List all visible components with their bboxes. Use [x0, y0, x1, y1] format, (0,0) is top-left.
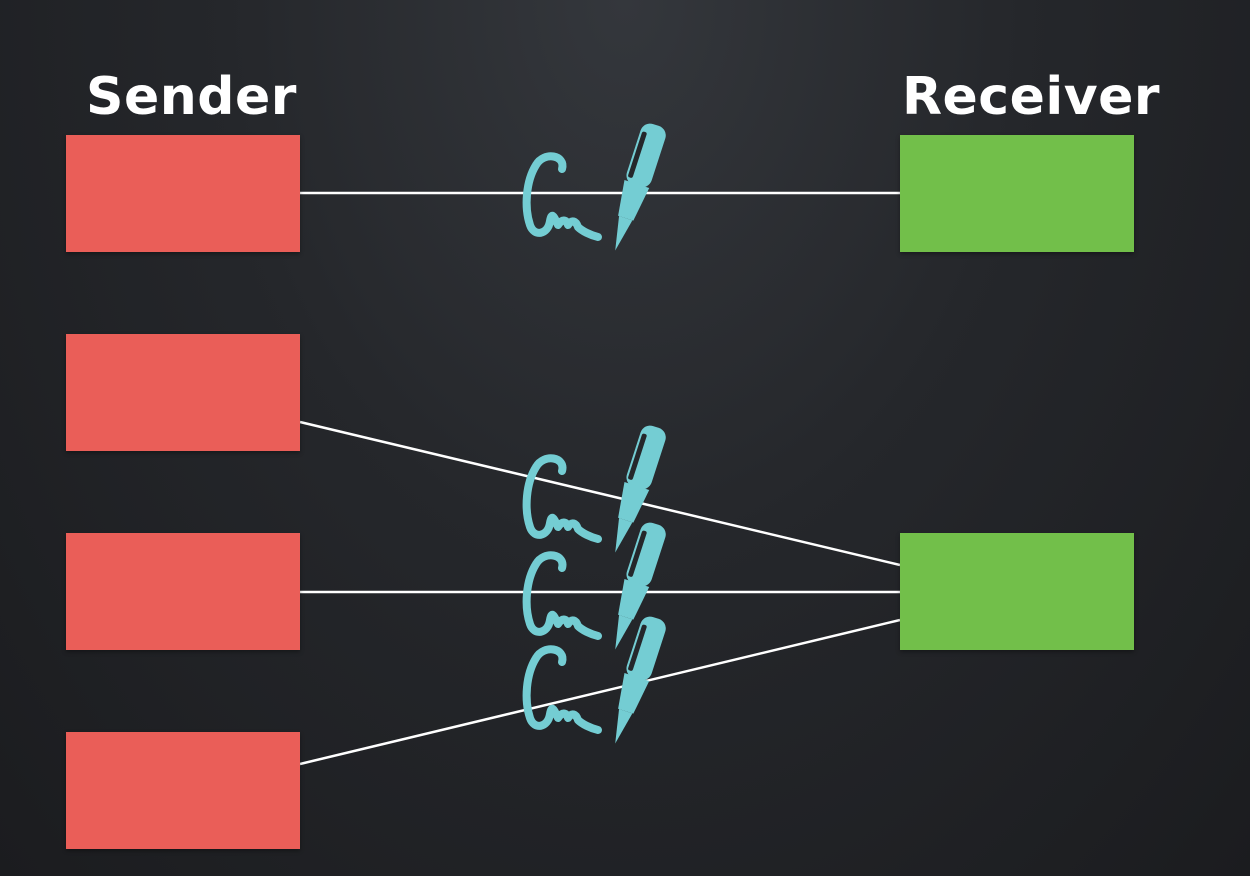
sender-box — [66, 334, 300, 451]
receiver-box — [900, 135, 1134, 252]
sender-box — [66, 732, 300, 849]
receiver-box — [900, 533, 1134, 650]
connection-line — [299, 420, 901, 567]
sender-heading: Sender — [86, 67, 297, 127]
signature-pen-icon — [527, 121, 669, 255]
sender-box — [66, 135, 300, 252]
connection-line — [299, 618, 901, 766]
sender-box — [66, 533, 300, 650]
receiver-heading: Receiver — [902, 67, 1161, 127]
